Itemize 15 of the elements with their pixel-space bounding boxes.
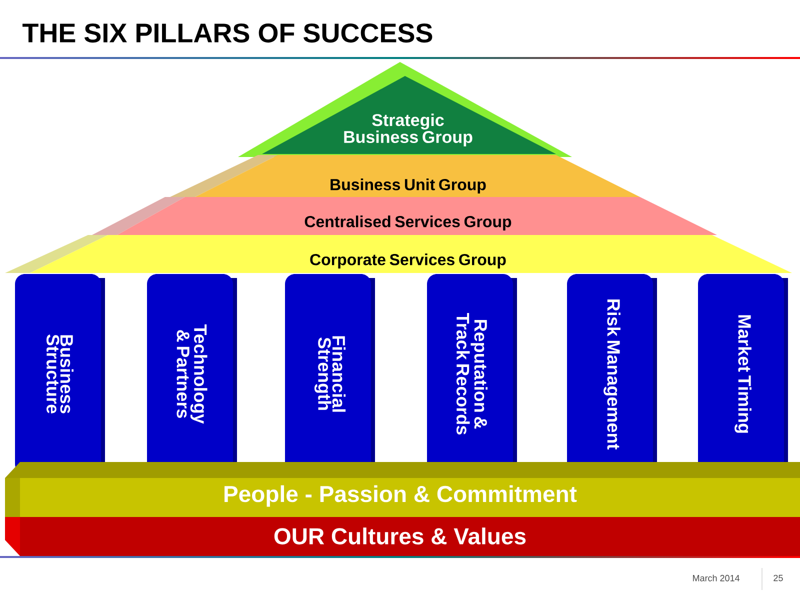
pillar: Market Timing xyxy=(698,274,788,474)
pillar: Reputation & Track Records xyxy=(427,274,517,474)
pillar: Financial Strength xyxy=(285,274,375,474)
title: THE SIX PILLARS OF SUCCESS xyxy=(22,23,432,43)
roof-band: Centralised Services Group xyxy=(92,197,717,235)
roof-band: Business Unit Group xyxy=(170,155,640,197)
foundation-band: People - Passion & Commitment xyxy=(5,462,800,517)
footer-text: 25 xyxy=(774,574,783,582)
footer-text: March 2014 xyxy=(693,574,740,582)
pillar: Risk Management xyxy=(567,274,657,474)
foundation-band: OUR Cultures & Values xyxy=(5,517,800,556)
pillar: Technology & Partners xyxy=(147,274,237,474)
roof-band: Corporate Services Group xyxy=(5,235,792,273)
roof-triangle: Strategic Business Group xyxy=(238,62,572,157)
pillar: Business Structure xyxy=(15,274,105,474)
